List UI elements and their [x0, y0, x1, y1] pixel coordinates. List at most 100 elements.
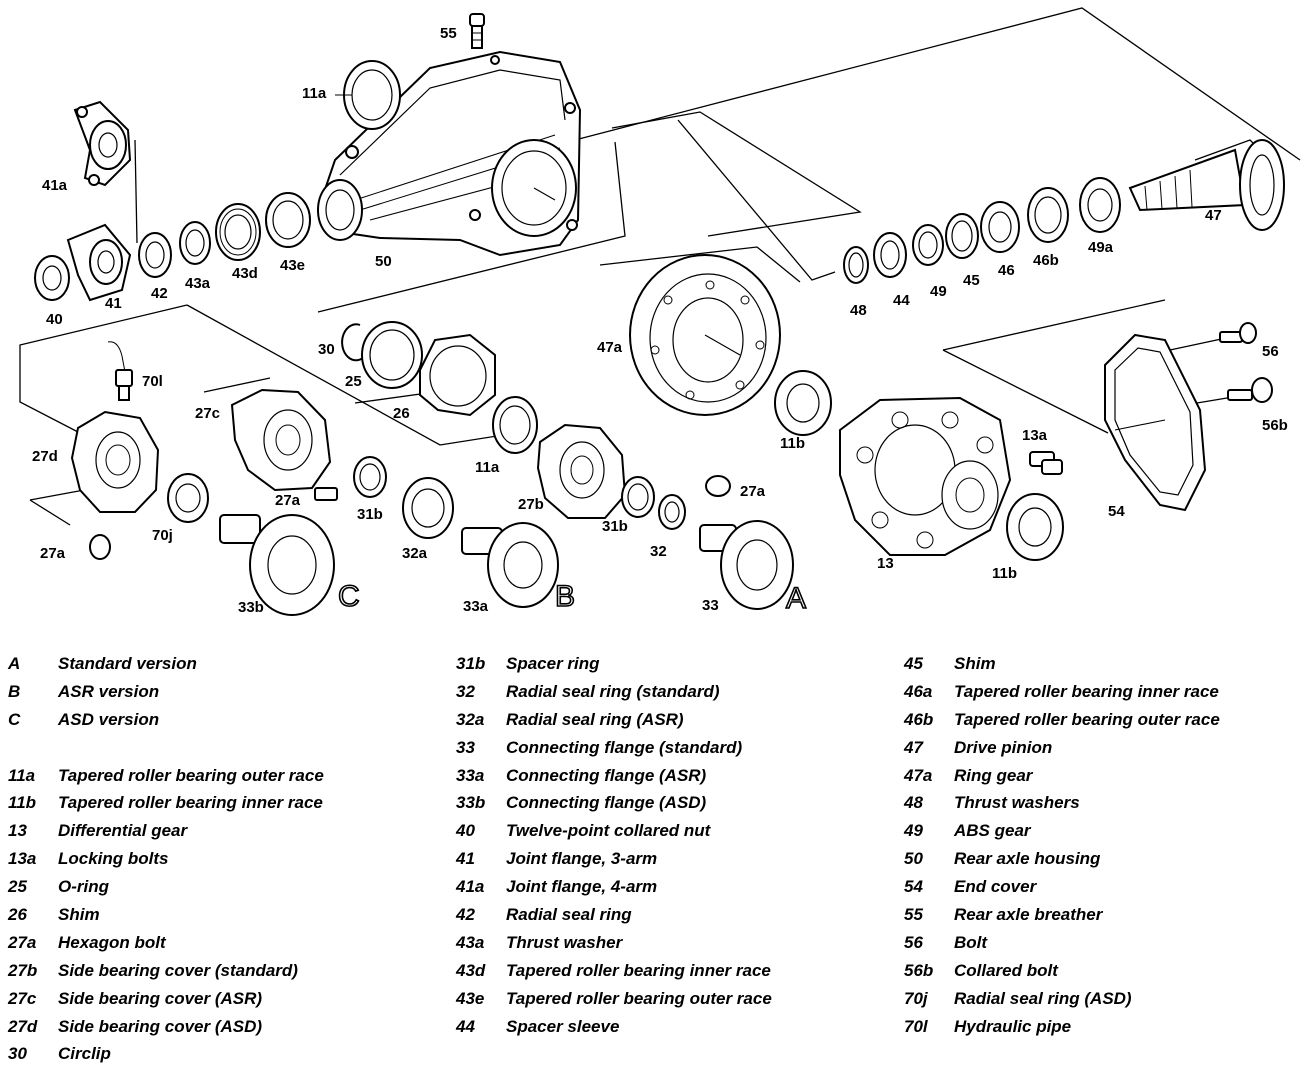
part-27a-mid-hexagon-bolt — [314, 487, 338, 501]
part-43d-bearing-inner-race — [215, 203, 261, 261]
callout-33: 33 — [702, 597, 719, 614]
callout-13: 13 — [877, 555, 894, 572]
part-70j-radial-seal-ring — [167, 473, 209, 523]
part-27d-side-bearing-cover-asd — [70, 410, 160, 513]
part-32a-radial-seal-ring-asr — [402, 477, 454, 539]
part-49a-abs-gear — [1079, 177, 1121, 233]
legend-code: 27c — [8, 988, 37, 1008]
legend-row: 13a Locking bolts — [8, 845, 324, 873]
legend-label: Joint flange, 3-arm — [506, 849, 658, 869]
legend-label: Hydraulic pipe — [954, 1016, 1072, 1036]
callout-49: 49 — [930, 283, 947, 300]
callout-47a: 47a — [597, 339, 623, 356]
legend-label: Tapered roller bearing outer race — [506, 988, 772, 1008]
legend-label: ABS gear — [954, 821, 1031, 841]
callout-27c: 27c — [195, 405, 220, 422]
legend-label: Side bearing cover (standard) — [58, 960, 298, 980]
callout-11b-bottom: 11b — [992, 565, 1017, 582]
part-41-joint-flange-3-arm — [66, 223, 132, 302]
legend-code: B — [8, 681, 21, 701]
legend-label: O-ring — [58, 877, 109, 897]
legend-code: 13 — [8, 821, 27, 841]
legend-code: 55 — [904, 905, 923, 925]
part-55-breather — [469, 13, 485, 49]
legend-code: 40 — [456, 821, 475, 841]
legend-label: Shim — [954, 654, 996, 673]
version-label-c: C — [338, 580, 360, 613]
part-46-bearing — [980, 201, 1020, 253]
part-70l-hydraulic-pipe — [107, 341, 133, 401]
part-11b-mid-inner-race — [774, 370, 832, 436]
callout-27b: 27b — [518, 496, 544, 513]
part-56-bolt — [1219, 322, 1257, 344]
part-47-drive-pinion — [1128, 139, 1285, 231]
legend-code: 11b — [8, 793, 37, 813]
legend-row: 25 O-ring — [8, 873, 324, 901]
legend-code: 48 — [904, 793, 923, 813]
legend-code: 47a — [904, 765, 933, 785]
callout-56: 56 — [1262, 343, 1279, 360]
legend-label: Spacer sleeve — [506, 1016, 620, 1036]
legend-code: 44 — [456, 1016, 475, 1036]
legend-code: 41a — [456, 877, 485, 897]
legend-code: 49 — [904, 821, 923, 841]
callout-32a: 32a — [402, 545, 428, 562]
callout-27a-right: 27a — [740, 483, 766, 500]
callout-31b-right: 31b — [602, 518, 628, 535]
legend-label: Connecting flange (standard) — [506, 737, 743, 757]
legend-code: 70l — [904, 1016, 928, 1036]
callout-46b: 46b — [1033, 252, 1059, 269]
part-13a-locking-bolts — [1029, 451, 1063, 475]
part-27a-right-hexagon-bolt — [705, 475, 731, 497]
legend-code: 25 — [8, 877, 27, 897]
legend-label: Hexagon bolt — [58, 932, 166, 952]
legend-code: 43a — [456, 932, 485, 952]
legend-code: 43d — [456, 960, 486, 980]
legend-code: 33 — [456, 737, 475, 757]
callout-30: 30 — [318, 341, 335, 358]
legend-code: 13a — [8, 849, 37, 869]
legend-code: 47 — [904, 737, 923, 757]
legend-label: Locking bolts — [58, 849, 169, 869]
legend-code: 27d — [8, 1016, 38, 1036]
part-42-radial-seal-ring — [138, 232, 172, 278]
legend-code: C — [8, 709, 21, 729]
callout-11a-mid: 11a — [475, 459, 500, 476]
legend-code: 56 — [904, 932, 923, 952]
legend-label: Radial seal ring (ASD) — [954, 988, 1132, 1008]
version-label-a: A — [786, 582, 806, 615]
part-31b-left-spacer-ring — [353, 456, 387, 498]
callout-11a-top: 11a — [302, 85, 327, 102]
legend-label: Differential gear — [58, 821, 188, 841]
legend-label: Shim — [58, 905, 100, 925]
part-45-shim — [945, 213, 979, 259]
part-11b-bottom-inner-race — [1006, 493, 1064, 561]
callout-45: 45 — [963, 272, 980, 289]
callout-41a: 41a — [42, 177, 68, 194]
exploded-view-diagram: 55 11a 41a 40 41 42 43a 43d 43e 50 47 49… — [19, 7, 1301, 616]
callout-55: 55 — [440, 25, 457, 42]
part-44-spacer-sleeve — [873, 232, 907, 278]
legend-row: 26 Shim — [8, 901, 324, 929]
legend-code: 43e — [456, 988, 485, 1008]
legend-code: 70j — [904, 988, 928, 1008]
part-11a-mid-outer-race — [492, 396, 538, 454]
legend-row: 13 Differential gear — [8, 817, 324, 845]
legend-code: 26 — [8, 905, 27, 925]
callout-labels: 55 11a 41a 40 41 42 43a 43d 43e 50 47 49… — [32, 25, 1288, 616]
